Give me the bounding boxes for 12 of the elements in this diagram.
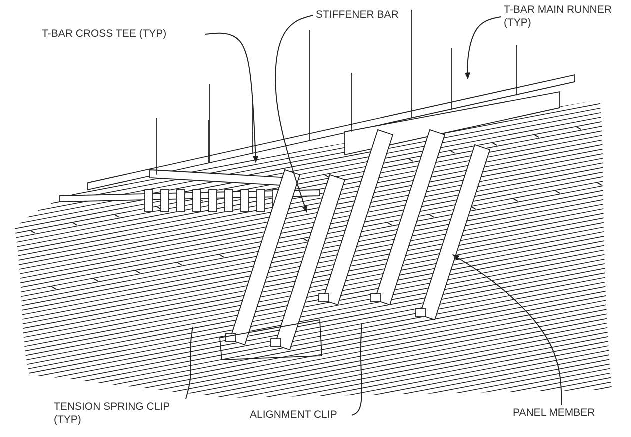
callout-label: ALIGNMENT CLIP	[250, 409, 338, 422]
leader-line	[186, 326, 194, 400]
callout-label: PANEL MEMBER	[513, 407, 596, 420]
leader-line	[464, 16, 502, 80]
leader-line	[452, 254, 562, 406]
callout-label: STIFFENER BAR	[316, 9, 400, 22]
callout-label: TENSION SPRING CLIP (TYP)	[54, 401, 171, 427]
callout-label: T-BAR CROSS TEE (TYP)	[42, 28, 168, 41]
callout-label: T-BAR MAIN RUNNER (TYP)	[504, 4, 613, 30]
leader-line	[275, 15, 314, 214]
leader-line	[204, 32, 259, 164]
leader-line	[352, 323, 362, 416]
